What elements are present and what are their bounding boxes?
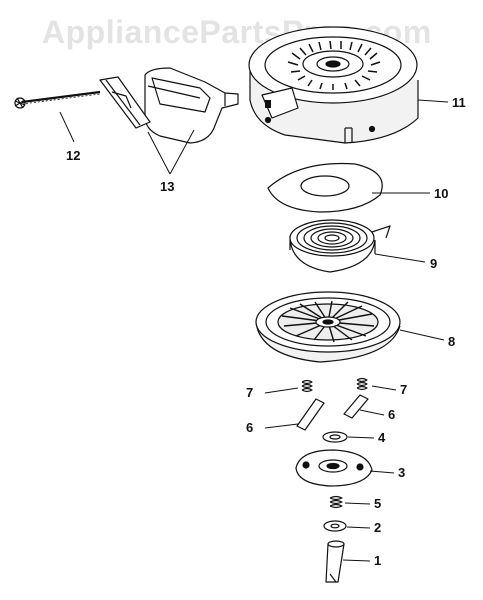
callout-3: 3 bbox=[398, 465, 406, 480]
callout-7-right: 7 bbox=[400, 382, 408, 397]
pawl-left bbox=[296, 398, 325, 431]
callout-9: 9 bbox=[430, 256, 438, 271]
recoil-spring bbox=[289, 219, 391, 273]
washer-lower bbox=[323, 520, 347, 532]
callout-7-left: 7 bbox=[246, 385, 254, 400]
center-spring bbox=[329, 495, 343, 509]
center-pin bbox=[325, 540, 345, 583]
callout-12: 12 bbox=[66, 148, 81, 163]
pawl-retainer bbox=[295, 449, 373, 487]
spring-cover-plate bbox=[267, 162, 383, 213]
pawl-spring-left bbox=[301, 379, 313, 393]
leader-lines bbox=[59, 99, 449, 562]
callout-8: 8 bbox=[448, 334, 456, 349]
callout-2: 2 bbox=[374, 520, 382, 535]
callout-10: 10 bbox=[434, 186, 449, 201]
starter-rope bbox=[14, 90, 101, 109]
callout-13: 13 bbox=[160, 179, 175, 194]
starter-handle bbox=[144, 67, 239, 144]
callout-6-left: 6 bbox=[246, 420, 254, 435]
pawl-spring-right bbox=[356, 377, 368, 391]
callout-4: 4 bbox=[378, 430, 386, 445]
callout-1: 1 bbox=[374, 553, 382, 568]
handle-insert bbox=[99, 76, 151, 129]
rope-pulley bbox=[255, 291, 401, 363]
callout-11: 11 bbox=[452, 95, 466, 110]
washer-upper bbox=[322, 431, 348, 443]
callout-5: 5 bbox=[374, 496, 382, 511]
pawl-right bbox=[343, 394, 369, 419]
callout-6-right: 6 bbox=[388, 407, 396, 422]
starter-housing bbox=[248, 26, 419, 144]
